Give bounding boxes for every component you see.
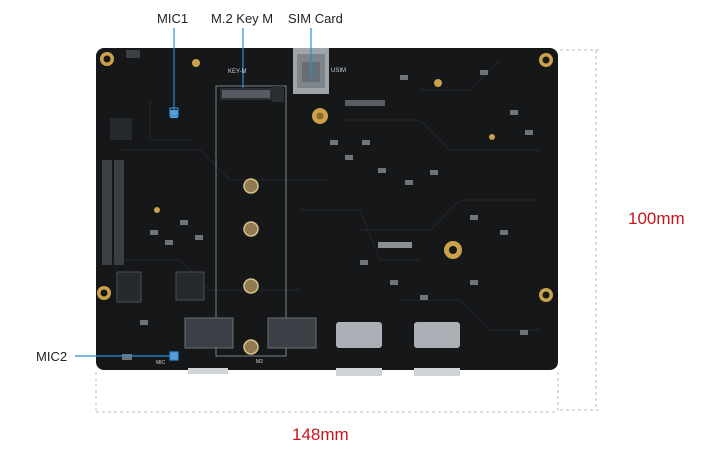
silkscreen-mic: MIC	[156, 360, 166, 366]
dimension-lines	[95, 49, 600, 414]
callout-m2-key-m: M.2 Key M	[211, 11, 274, 26]
callout-mic1: MIC1	[157, 11, 189, 26]
silkscreen-m2: M2	[256, 359, 263, 365]
silkscreen-key-m: KEY-M	[228, 69, 247, 75]
dimension-width: 148mm	[292, 425, 349, 444]
pcb-board	[96, 48, 558, 376]
callout-sim-card: SIM Card	[288, 11, 343, 26]
dimension-height: 100mm	[628, 209, 685, 228]
callout-mic2: MIC2	[36, 349, 68, 364]
silkscreen-usim: USIM	[331, 68, 346, 74]
callout-lines	[75, 28, 312, 357]
